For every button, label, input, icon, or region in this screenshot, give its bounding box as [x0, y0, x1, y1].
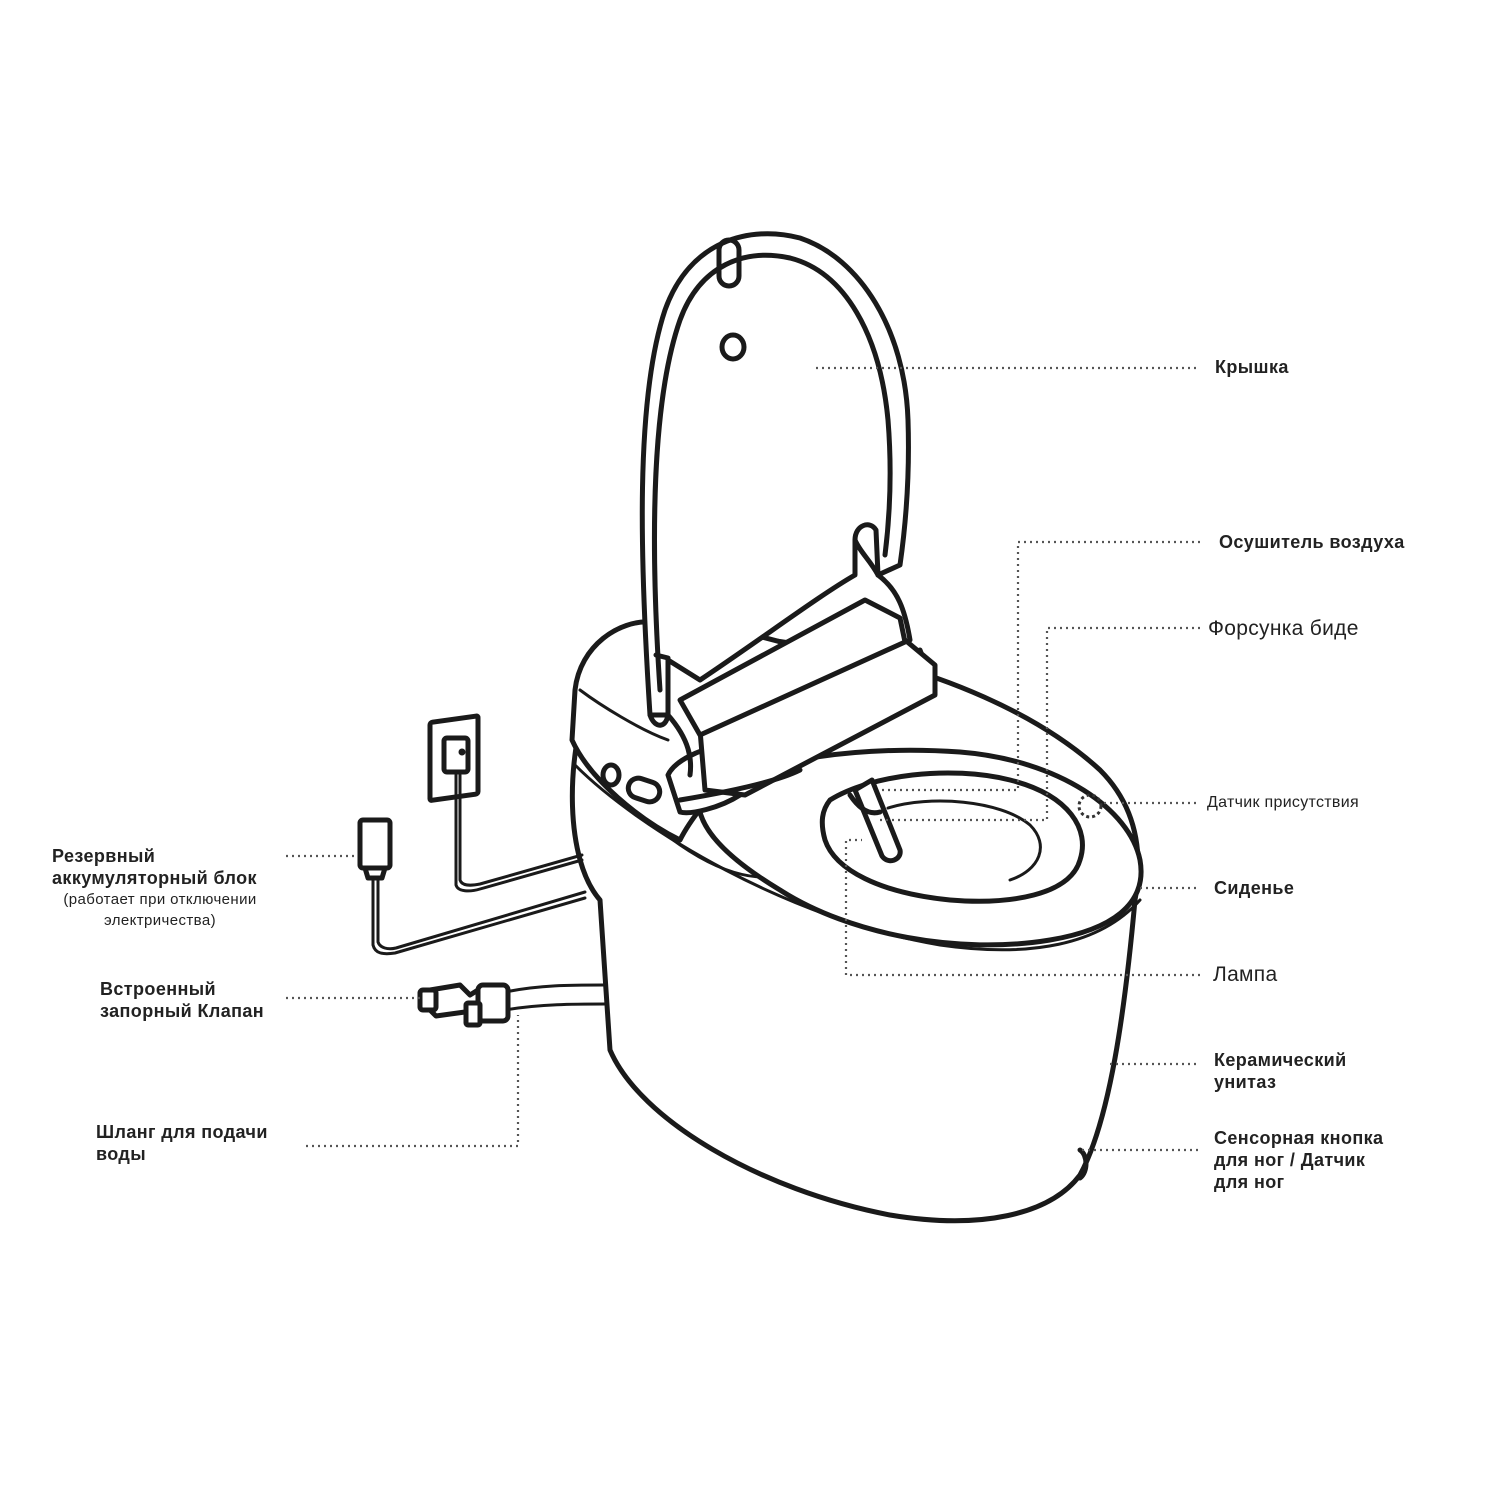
label-water-hose: Шланг для подачи воды [96, 1121, 268, 1165]
label-ceramic-bowl-line-1: Керамический [1214, 1050, 1347, 1070]
battery-cord-outline [376, 876, 587, 951]
lid-hinge-post-left [647, 652, 671, 728]
label-ceramic-bowl: Керамический унитаз [1214, 1049, 1347, 1093]
leader-air-dryer [880, 540, 1200, 792]
power-cord-outline [458, 773, 584, 887]
label-air-dryer: Осушитель воздуха [1219, 532, 1405, 552]
backup-battery-plug [362, 865, 388, 881]
label-foot-sensor-line-1: Сенсорная кнопка [1214, 1128, 1384, 1148]
bidet-nozzle-arm [852, 777, 903, 864]
label-backup-battery-line-4: электричества) [103, 912, 216, 929]
label-seat: Сиденье [1214, 878, 1295, 898]
leader-lamp [844, 838, 1200, 977]
lid-outer [639, 231, 911, 718]
power-cord [454, 773, 584, 893]
leader-water-hose [306, 1015, 520, 1148]
bidet-nozzle-base [847, 792, 883, 816]
water-hose [503, 983, 606, 994]
water-hose-outline [503, 1002, 608, 1012]
label-shutoff-valve-line-1: Встроенный [100, 979, 217, 999]
label-backup-battery-line-2: аккумуляторный блок [52, 868, 257, 888]
label-water-hose-line-1: Шланг для подачи [96, 1122, 268, 1142]
shutoff-valve-inlet [417, 987, 439, 1013]
label-foot-sensor: Сенсорная кнопка для ног / Датчик для но… [1214, 1127, 1383, 1193]
presence-sensor-dot [1077, 793, 1103, 819]
label-water-hose-line-2: воды [96, 1144, 146, 1164]
seat-ring-inner [819, 770, 1085, 904]
label-backup-battery-line-1: Резервный [52, 846, 156, 866]
battery-cord [371, 876, 587, 956]
control-button-small [600, 762, 622, 788]
label-bidet-nozzle: Форсунка биде [1208, 617, 1359, 640]
label-lamp: Лампа [1213, 963, 1278, 986]
shutoff-valve-handle [463, 1000, 483, 1028]
backup-battery-box [357, 817, 393, 871]
lid-inner-edge [652, 252, 893, 693]
label-foot-sensor-line-2: для ног / Датчик [1214, 1150, 1366, 1170]
label-backup-battery: Резервный аккумуляторный блок (работает … [40, 845, 280, 931]
wall-socket-plug [441, 735, 471, 775]
label-backup-battery-line-3: (работает при отключении [63, 891, 257, 908]
leader-lines [286, 366, 1200, 1152]
lid-arm-right [875, 572, 913, 643]
toilet-illustration [357, 231, 1144, 1224]
label-ceramic-bowl-line-2: унитаз [1214, 1072, 1277, 1092]
label-lid: Крышка [1215, 357, 1289, 377]
label-presence-sensor: Датчик присутствия [1207, 794, 1359, 811]
hinge-cover-top [677, 597, 908, 738]
lid-bumper-middle [719, 332, 747, 362]
hinge-strip [677, 767, 803, 803]
lid-hinge-post-right [852, 522, 881, 578]
rear-housing-edge [578, 688, 670, 742]
bowl-water-opening [886, 799, 1042, 882]
foot-sensor-bump [1077, 1147, 1089, 1181]
label-foot-sensor-line-3: для ног [1214, 1172, 1285, 1192]
lid-bumper-top [716, 237, 742, 289]
label-shutoff-valve: Встроенный запорный Клапан [100, 978, 264, 1022]
wall-socket-plug-pin [458, 748, 466, 756]
lid-arm-left [665, 712, 694, 778]
label-shutoff-valve-line-2: запорный Клапан [100, 1001, 265, 1021]
control-button-long [625, 775, 663, 805]
